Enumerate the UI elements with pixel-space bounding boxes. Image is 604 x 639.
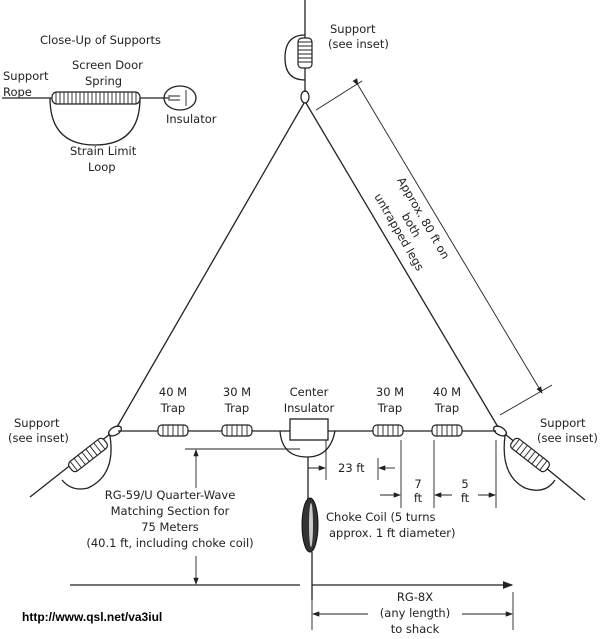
inset-title: Close-Up of Supports [40,33,161,47]
trap-30m-right: 30 M Trap [372,385,404,437]
loop-label-2: Loop [88,160,116,174]
spring-label-2: Spring [85,74,122,88]
feed-label-2: (any length) [380,606,450,620]
dim-7ft-unit: ft [414,491,423,505]
top-support-label: Support [330,22,376,36]
left-leg [116,102,305,428]
trap-label-2: Trap [377,401,402,415]
dim-5ft-unit: ft [461,491,470,505]
trap-label: 40 M [433,385,461,399]
trap-40m-right: 40 M Trap [431,385,463,437]
right-support-label-2: (see inset) [537,431,598,445]
choke-label: Choke Coil (5 turns [326,510,436,524]
left-support-label-2: (see inset) [8,431,69,445]
matching-label-3: 75 Meters [141,520,199,534]
center-insulator: Center Insulator [279,385,336,458]
strain-limit-loop [49,97,141,146]
trap-label-2: Trap [434,401,459,415]
choke-coil [301,497,319,553]
source-url: http://www.qsl.net/va3iul [22,610,163,624]
matching-label-4: (40.1 ft, including choke coil) [86,536,253,550]
top-support-label-2: (see inset) [328,37,389,51]
leg-length-dimension [352,78,543,394]
feed-label: RG-8X [397,590,433,604]
trap-label: 30 M [223,385,251,399]
feed-label-3: to shack [391,622,440,636]
trap-label: 40 M [159,385,187,399]
insulator-label: Insulator [166,112,217,126]
top-support: Support (see inset) [284,22,389,104]
right-support-label: Support [540,416,586,430]
trap-label-2: Trap [160,401,185,415]
matching-label-2: Matching Section for [111,504,230,518]
top-spring-icon [297,37,313,69]
right-leg [305,102,499,428]
right-support: Support (see inset) [492,416,598,501]
trap-label-2: Trap [224,401,249,415]
top-strain-loop [284,34,306,81]
rope-label: Support [3,69,49,83]
matching-label: RG-59/U Quarter-Wave [105,488,236,502]
left-support-label: Support [14,416,60,430]
trap-label: 30 M [376,385,404,399]
trap-30m-left: 30 M Trap [221,385,253,437]
rope-label-2: Rope [3,85,32,99]
trap-40m-left: 40 M Trap [157,385,189,437]
center-label: Center [290,385,329,399]
choke-label-2: approx. 1 ft diameter) [329,526,456,540]
loop-label: Strain Limit [70,144,137,158]
insulator-egg [163,85,197,111]
center-label-2: Insulator [284,401,335,415]
dim-23ft: 23 ft [338,461,365,475]
dim-7ft: 7 [414,477,421,491]
left-support: Support (see inset) [8,416,123,498]
spring-label: Screen Door [72,58,143,72]
dim-5ft: 5 [461,477,468,491]
inset-closeup: Close-Up of Supports Screen Door Spring … [2,33,217,174]
